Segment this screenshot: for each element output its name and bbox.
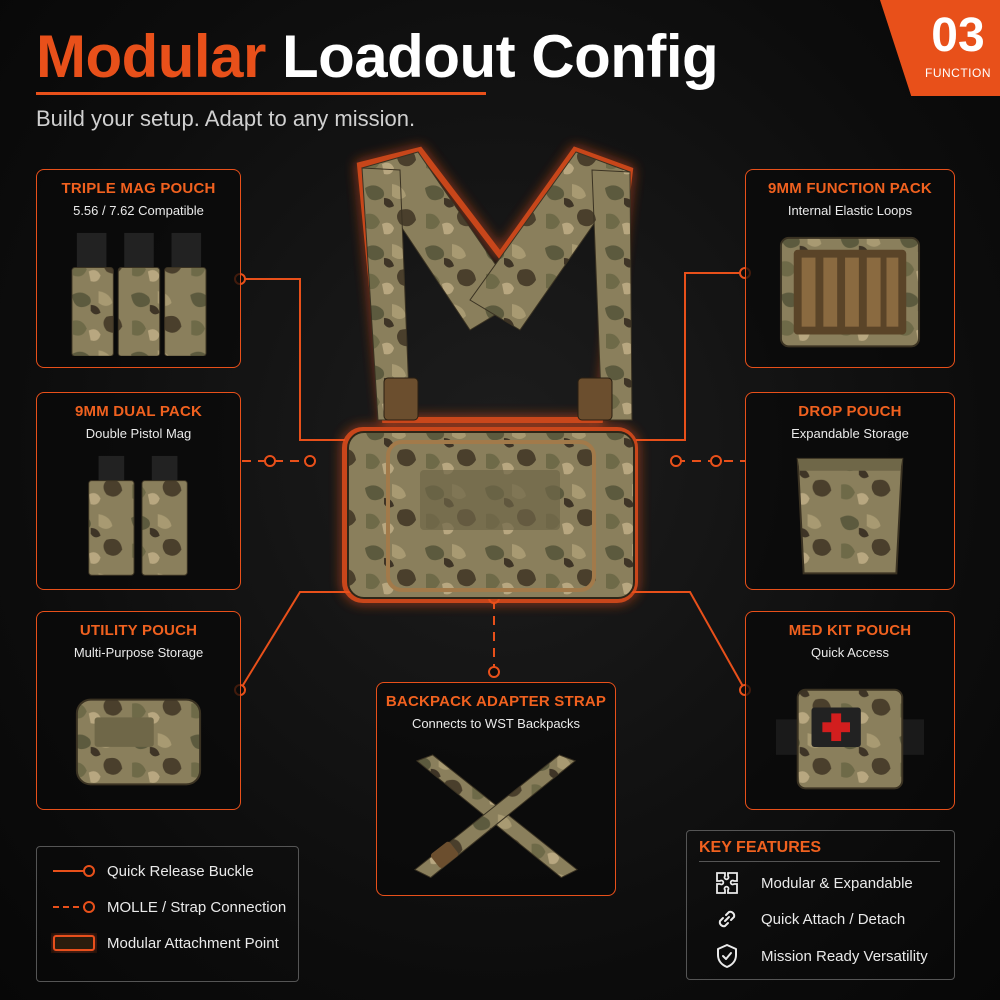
card-subtitle: Connects to WST Backpacks: [411, 716, 581, 731]
title-underline: [36, 92, 486, 95]
feature-item-mission-ready: Mission Ready Versatility: [713, 942, 928, 970]
solid-line-circle-icon: [53, 865, 95, 877]
triple-mag-pouch-image: [71, 232, 207, 357]
feature-label: Modular & Expandable: [761, 874, 913, 892]
connector-utility: [239, 591, 370, 691]
legend: Quick Release Buckle MOLLE / Strap Conne…: [36, 846, 299, 982]
node-drop: [710, 455, 722, 467]
feature-item-modular: Modular & Expandable: [713, 869, 913, 897]
page-subtitle: Build your setup. Adapt to any mission.: [36, 106, 416, 131]
card-subtitle: Expandable Storage: [791, 426, 909, 441]
card-subtitle: Multi-Purpose Storage: [73, 645, 204, 660]
card-subtitle: Double Pistol Mag: [85, 426, 192, 441]
badge-number: 03: [931, 9, 985, 62]
drop-pouch-image: [796, 457, 904, 575]
card-subtitle: Quick Access: [810, 645, 890, 660]
legend-item-attachment-point: Modular Attachment Point: [51, 931, 279, 955]
node-rig-left: [304, 455, 316, 467]
title-rest: Loadout Config: [282, 23, 719, 90]
page-title: Modular Loadout Config: [36, 22, 719, 92]
card-utility-pouch[interactable]: UTILITY POUCH Multi-Purpose Storage: [36, 611, 241, 810]
chest-rig-illustration: [342, 146, 638, 603]
node-backpack: [488, 666, 500, 678]
function-pack-image: [779, 236, 921, 348]
card-title: DROP POUCH: [798, 403, 902, 420]
card-title: 9MM DUAL PACK: [74, 403, 203, 420]
connector-nine-function: [636, 272, 745, 441]
card-title: UTILITY POUCH: [79, 622, 198, 639]
key-features-panel: KEY FEATURES Modular & Expandable Quick …: [686, 830, 955, 980]
card-backpack-adapter-strap[interactable]: BACKPACK ADAPTER STRAP Connects to WST B…: [376, 682, 616, 896]
connector-triple-mag: [240, 278, 345, 441]
legend-label: Modular Attachment Point: [107, 934, 279, 952]
utility-pouch-image: [75, 698, 202, 786]
legend-label: MOLLE / Strap Connection: [107, 898, 287, 916]
dashed-line-circle-icon: [53, 901, 95, 913]
title-accent: Modular: [36, 23, 266, 90]
shield-check-icon: [717, 944, 737, 968]
card-title: MED KIT POUCH: [788, 622, 912, 639]
card-title: BACKPACK ADAPTER STRAP: [385, 693, 607, 710]
link-icon: [718, 910, 736, 928]
legend-label: Quick Release Buckle: [107, 862, 254, 880]
med-kit-pouch-image: [776, 688, 924, 790]
adapter-strap-image: [413, 754, 578, 879]
legend-item-quick-release: Quick Release Buckle: [51, 859, 254, 883]
badge-label: FUNCTION: [925, 66, 991, 80]
feature-item-quick-attach: Quick Attach / Detach: [713, 905, 905, 933]
features-title: KEY FEATURES: [699, 839, 822, 856]
dual-pack-image: [88, 455, 188, 576]
card-title: 9MM FUNCTION PACK: [768, 180, 932, 197]
puzzle-icon: [716, 872, 738, 894]
card-9mm-dual-pack[interactable]: 9MM DUAL PACK Double Pistol Mag: [36, 392, 241, 590]
feature-label: Quick Attach / Detach: [761, 910, 906, 928]
feature-label: Mission Ready Versatility: [761, 947, 928, 965]
card-subtitle: 5.56 / 7.62 Compatible: [73, 203, 204, 218]
card-med-kit-pouch[interactable]: MED KIT POUCH Quick Access: [745, 611, 955, 810]
connector-med-kit: [612, 591, 746, 691]
node-rig-right: [670, 455, 682, 467]
card-drop-pouch[interactable]: DROP POUCH Expandable Storage: [745, 392, 955, 590]
features-divider: [699, 861, 940, 862]
glow-rectangle-icon: [53, 935, 95, 951]
card-subtitle: Internal Elastic Loops: [787, 203, 913, 218]
card-9mm-function-pack[interactable]: 9MM FUNCTION PACK Internal Elastic Loops: [745, 169, 955, 368]
card-title: TRIPLE MAG POUCH: [61, 180, 216, 197]
card-triple-mag-pouch[interactable]: TRIPLE MAG POUCH 5.56 / 7.62 Compatible: [36, 169, 241, 368]
node-nine-dual: [264, 455, 276, 467]
legend-item-molle: MOLLE / Strap Connection: [51, 895, 286, 919]
